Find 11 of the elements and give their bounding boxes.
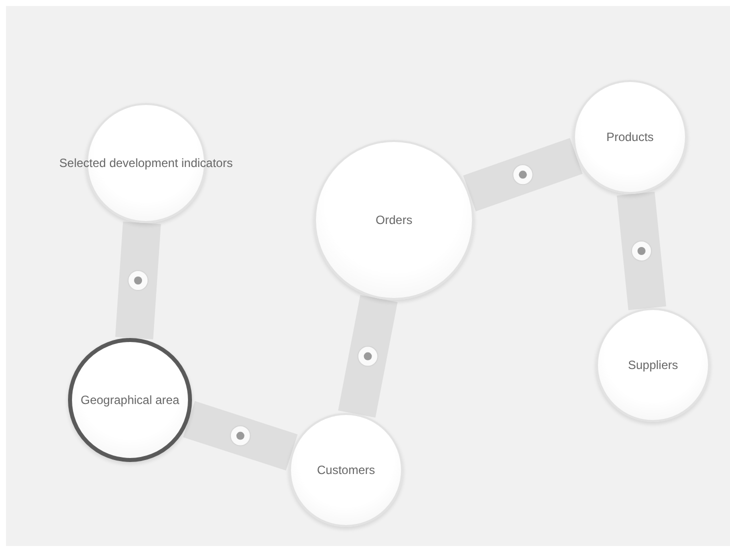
table-name: Orders — [376, 213, 412, 227]
link-band — [338, 294, 398, 418]
link-band — [183, 401, 298, 470]
link-band — [115, 222, 161, 340]
table-name: Products — [606, 130, 654, 144]
link-band — [463, 138, 583, 212]
table-name: Customers — [316, 463, 375, 477]
link-band — [616, 192, 666, 310]
table-name: Suppliers — [628, 358, 678, 372]
table-name: Geographical area — [80, 393, 180, 407]
table-name: Selected development indicators — [59, 156, 233, 170]
